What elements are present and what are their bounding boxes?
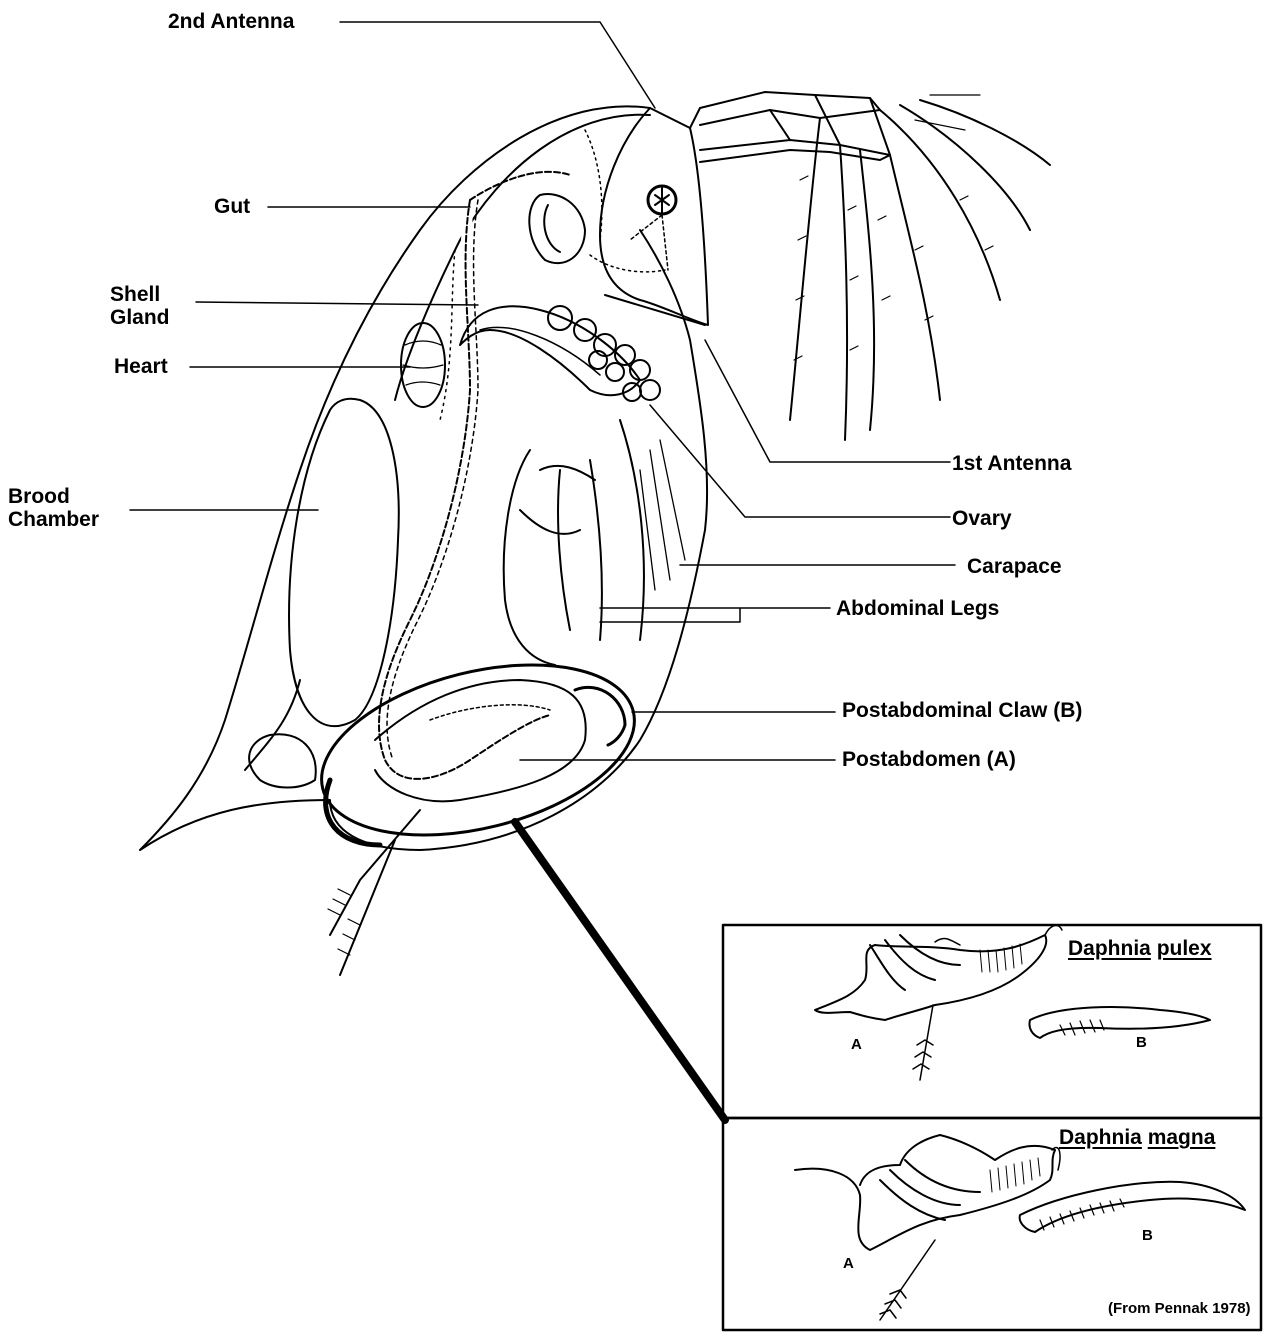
pulex-label-a: A <box>851 1036 862 1053</box>
label-brood-line1: Brood <box>8 485 99 508</box>
pulex-claw-b <box>1029 1007 1210 1038</box>
inset-title-pulex: Daphnia pulex <box>1068 937 1212 961</box>
magna-postabdomen-a <box>795 1135 1060 1320</box>
magna-species: magna <box>1148 1126 1216 1149</box>
magna-label-a: A <box>843 1255 854 1272</box>
pulex-label-b: B <box>1136 1034 1147 1051</box>
pulex-species: pulex <box>1157 937 1212 960</box>
head-shield <box>600 108 708 325</box>
label-ovary: Ovary <box>952 507 1012 531</box>
label-shell-gland: Shell Gland <box>110 283 170 329</box>
heart-shape <box>401 323 445 407</box>
label-heart: Heart <box>114 355 168 379</box>
second-antenna <box>690 92 1050 440</box>
label-postabdominal-claw: Postabdominal Claw (B) <box>842 699 1082 723</box>
label-second-antenna: 2nd Antenna <box>168 10 294 34</box>
label-carapace: Carapace <box>967 555 1062 579</box>
label-shell-gland-line1: Shell <box>110 283 170 306</box>
label-postabdomen: Postabdomen (A) <box>842 748 1016 772</box>
magna-claw-b <box>1020 1182 1245 1232</box>
inset-title-magna: Daphnia magna <box>1059 1126 1215 1150</box>
ovary-cluster <box>548 306 660 401</box>
label-brood-line2: Chamber <box>8 508 99 531</box>
label-brood-chamber: Brood Chamber <box>8 485 99 531</box>
postabdominal-claw <box>575 687 625 745</box>
label-gut: Gut <box>214 195 250 219</box>
pulex-postabdomen-a <box>815 925 1062 1080</box>
inset-leader <box>515 822 725 1120</box>
abdominal-legs <box>504 420 685 665</box>
label-shell-gland-line2: Gland <box>110 306 170 329</box>
inset-source-credit: (From Pennak 1978) <box>1108 1300 1251 1317</box>
label-abdominal-legs: Abdominal Legs <box>836 597 999 621</box>
postabdomen <box>375 680 586 801</box>
leader-lines <box>130 22 955 760</box>
label-first-antenna: 1st Antenna <box>952 452 1071 476</box>
magna-label-b: B <box>1142 1227 1153 1244</box>
magna-genus: Daphnia <box>1059 1126 1142 1149</box>
pulex-genus: Daphnia <box>1068 937 1151 960</box>
shell-gland <box>460 306 640 395</box>
